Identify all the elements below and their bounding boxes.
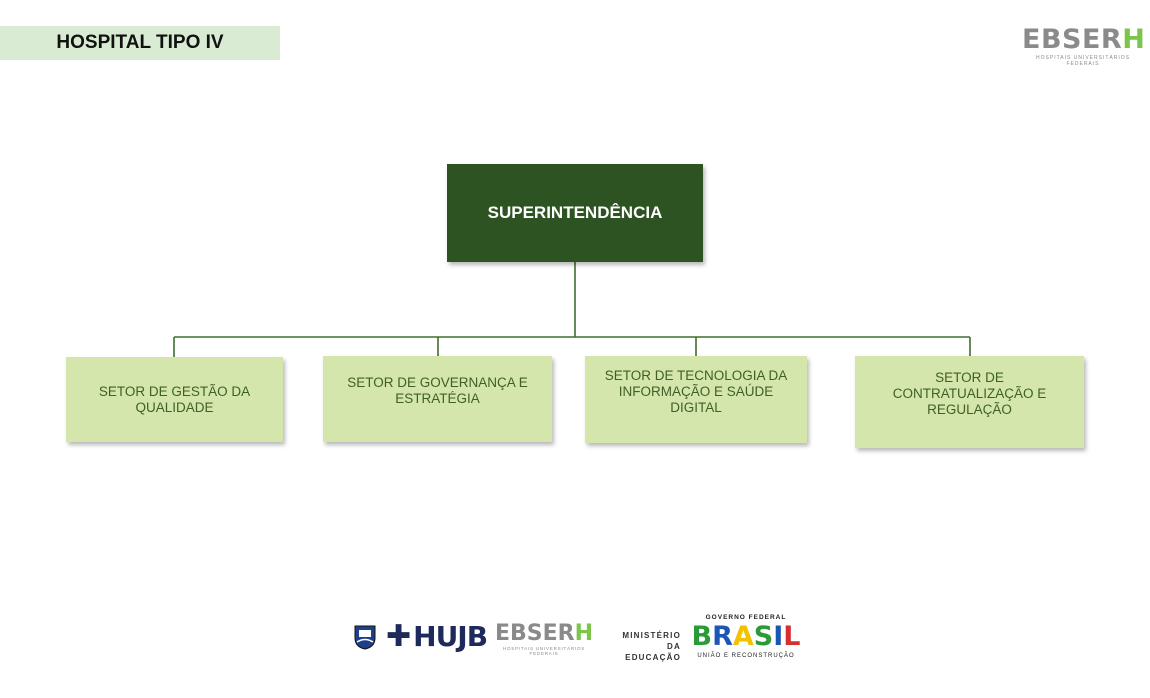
org-node-contratualizacao-regulacao: SETOR DE CONTRATUALIZAÇÃO E REGULAÇÃO xyxy=(855,356,1084,448)
plus-icon: ✚ xyxy=(386,620,412,653)
page-title: HOSPITAL TIPO IV xyxy=(56,32,224,53)
header-band: HOSPITAL TIPO IV xyxy=(0,26,280,60)
org-node-gestao-qualidade: SETOR DE GESTÃO DA QUALIDADE xyxy=(66,357,283,442)
gov-word-letter: I xyxy=(773,621,784,652)
gov-word-letter: L xyxy=(783,621,801,652)
ministry-education-logo: MINISTÉRIO DA EDUCAÇÃO xyxy=(609,630,681,663)
org-node-label: SETOR DE TECNOLOGIA DA INFORMAÇÃO E SAÚD… xyxy=(604,367,788,415)
ebserh-tagline: HOSPITAIS UNIVERSITÁRIOS FEDERAIS xyxy=(1036,55,1130,67)
university-crest-icon xyxy=(354,624,376,655)
ebserh-logo-wordmark: EBSERH xyxy=(1022,24,1146,55)
org-node-superintendencia: SUPERINTENDÊNCIA xyxy=(447,164,703,262)
gov-bottom-text: UNIÃO E RECONSTRUÇÃO xyxy=(697,653,795,659)
ebserh-logo-accent: H xyxy=(1122,24,1146,55)
footer-ebserh-wordmark: EBSERH xyxy=(491,622,597,646)
hujb-logo-text: HUJB xyxy=(413,620,488,653)
gov-word-letter: A xyxy=(732,621,754,652)
gov-word-letter: R xyxy=(712,621,733,652)
footer-ebserh-main: EBSER xyxy=(494,621,575,646)
gov-word-letter: B xyxy=(691,621,713,652)
org-node-label: SETOR DE GOVERNANÇA E ESTRATÉGIA xyxy=(347,375,528,406)
footer-ebserh-logo: EBSERH HOSPITAIS UNIVERSITÁRIOS FEDERAIS xyxy=(491,622,597,657)
gov-top-text: GOVERNO FEDERAL xyxy=(705,614,787,621)
ebserh-logo-main: EBSER xyxy=(1022,24,1123,55)
hujb-logo: ✚ HUJB xyxy=(386,620,488,653)
footer-logos: ✚ HUJB EBSERH HOSPITAIS UNIVERSITÁRIOS F… xyxy=(0,610,1150,670)
ministry-line-1: MINISTÉRIO DA xyxy=(622,631,681,651)
org-node-tecnologia-informacao: SETOR DE TECNOLOGIA DA INFORMAÇÃO E SAÚD… xyxy=(585,356,807,443)
org-node-label: SETOR DE GESTÃO DA QUALIDADE xyxy=(98,383,251,415)
footer-ebserh-accent: H xyxy=(574,621,594,646)
org-node-label: SETOR DE CONTRATUALIZAÇÃO E REGULAÇÃO xyxy=(892,370,1047,417)
ministry-line-2: EDUCAÇÃO xyxy=(625,653,681,662)
footer-ebserh-tagline: HOSPITAIS UNIVERSITÁRIOS FEDERAIS xyxy=(502,646,586,656)
ebserh-logo: EBSERH HOSPITAIS UNIVERSITÁRIOS FEDERAIS xyxy=(1022,24,1146,68)
org-node-governanca-estrategia: SETOR DE GOVERNANÇA E ESTRATÉGIA xyxy=(323,356,552,442)
gov-word-letter: S xyxy=(753,621,774,652)
org-node-label: SUPERINTENDÊNCIA xyxy=(487,203,663,222)
